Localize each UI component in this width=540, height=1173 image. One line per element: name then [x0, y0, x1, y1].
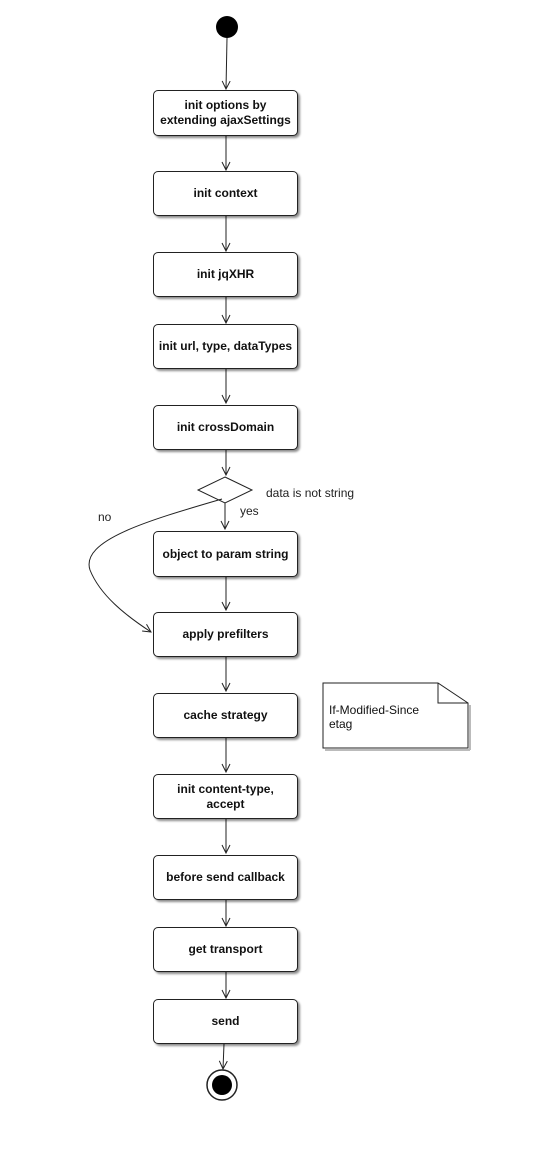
- step-init-context: init context: [153, 171, 298, 216]
- step-apply-prefilters: apply prefilters: [153, 612, 298, 657]
- step-init-content-type: init content-type, accept: [153, 774, 298, 819]
- flow-arrow: [223, 1043, 224, 1069]
- decision-diamond: [196, 476, 254, 504]
- no-arrow: [88, 498, 223, 632]
- start-node: [216, 16, 238, 38]
- note-shape: [322, 682, 469, 749]
- note-fold: [437, 683, 468, 704]
- decision-no-label: no: [98, 510, 112, 524]
- step-init-crossdomain: init crossDomain: [153, 405, 298, 450]
- step-init-url: init url, type, dataTypes: [153, 324, 298, 369]
- note-text: If-Modified-Since etag: [329, 703, 420, 731]
- step-object-to-param: object to param string: [153, 531, 298, 577]
- decision-condition-label: data is not string: [266, 486, 355, 500]
- flow-arrow: [226, 37, 227, 89]
- step-before-send: before send callback: [153, 855, 298, 900]
- step-init-options: init options by extending ajaxSettings: [153, 90, 298, 136]
- step-get-transport: get transport: [153, 927, 298, 972]
- decision-yes-label: yes: [240, 504, 259, 518]
- step-cache-strategy: cache strategy: [153, 693, 298, 738]
- step-init-jqxhr: init jqXHR: [153, 252, 298, 297]
- step-send: send: [153, 999, 298, 1044]
- end-node-inner: [212, 1075, 232, 1095]
